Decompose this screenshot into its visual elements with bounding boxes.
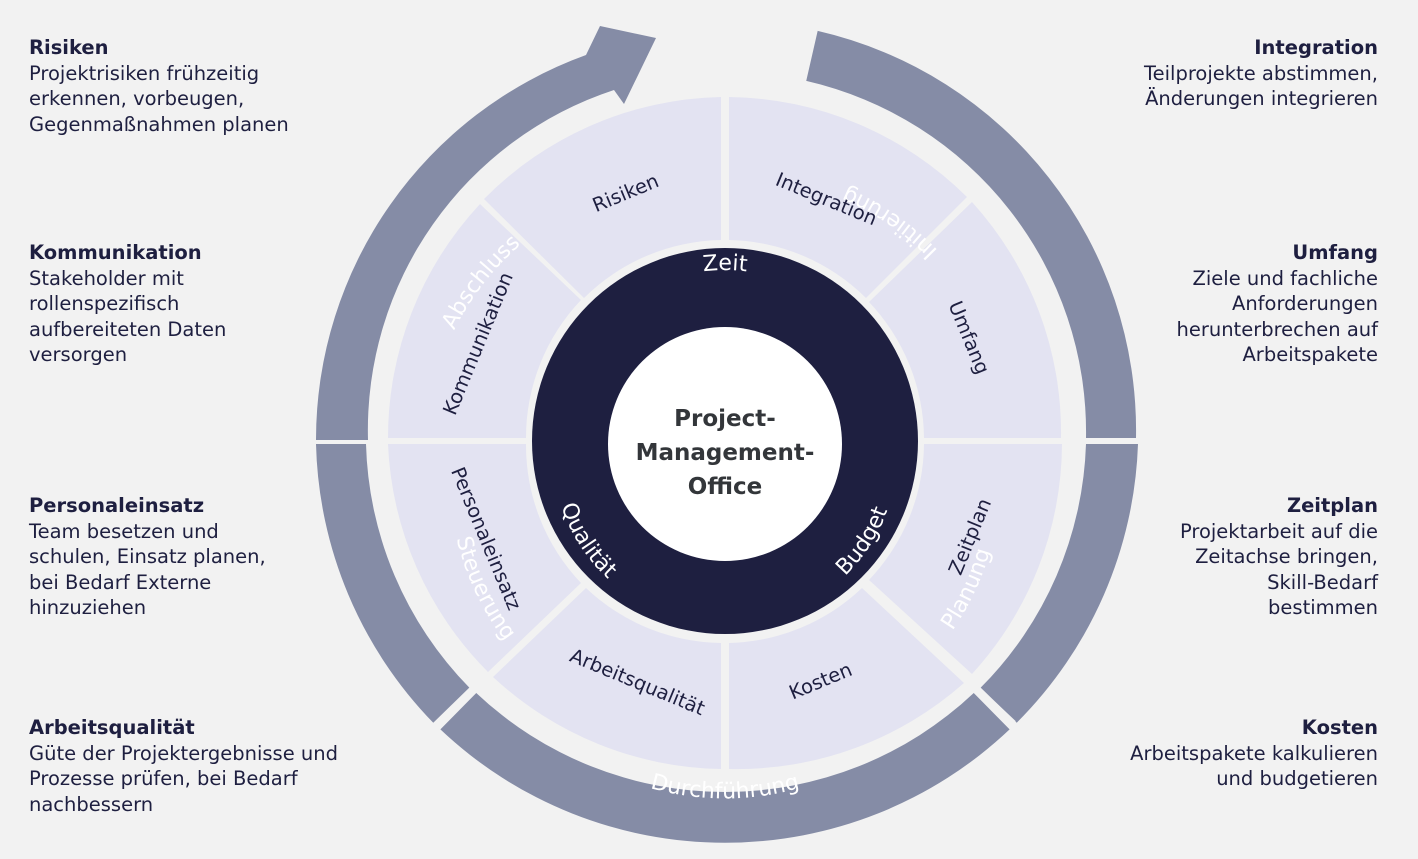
center-circle xyxy=(608,327,842,561)
center-title-line: Office xyxy=(687,474,763,500)
info-panel-line: Projektarbeit auf die xyxy=(1179,519,1378,543)
info-panel-line: rollenspezifisch xyxy=(29,292,180,315)
info-panel-line: und budgetieren xyxy=(1216,767,1378,790)
info-panel-title: Personaleinsatz xyxy=(29,494,205,517)
info-panel-title: Kommunikation xyxy=(29,241,202,264)
phase-ring xyxy=(315,26,1138,843)
info-panel-line: Zeitachse bringen, xyxy=(1195,545,1378,568)
info-panel-title: Kosten xyxy=(1301,716,1378,739)
segment-kosten[interactable] xyxy=(729,588,964,770)
info-panel-line: versorgen xyxy=(29,343,128,366)
segment-umfang[interactable] xyxy=(869,202,1062,438)
info-panel-line: Projektrisiken frühzeitig xyxy=(29,61,260,85)
info-panel-title: Risiken xyxy=(29,36,109,59)
info-panel-title: Integration xyxy=(1254,36,1378,59)
info-panel-line: herunterbrechen auf xyxy=(1176,317,1378,341)
topic-segments xyxy=(387,97,1062,770)
info-panel-line: Teilprojekte abstimmen, xyxy=(1144,61,1378,85)
center-title-line: Management- xyxy=(635,440,815,466)
info-panel-line: Stakeholder mit xyxy=(29,266,184,290)
phase-segment-steuerung xyxy=(316,444,470,723)
info-panel-line: Prozesse prüfen, bei Bedarf xyxy=(29,767,298,790)
info-panel-line: bestimmen xyxy=(1268,596,1378,619)
phase-label-durchfuehrung: Durchführung xyxy=(648,770,801,805)
info-panel-line: Anforderungen xyxy=(1231,292,1378,315)
info-panel-line: Arbeitspakete xyxy=(1242,343,1378,366)
segment-integration[interactable] xyxy=(729,97,967,298)
info-panel-title: Arbeitsqualität xyxy=(29,716,195,739)
info-panel-line: Arbeitspakete kalkulieren xyxy=(1130,741,1378,765)
info-panel-line: schulen, Einsatz planen, xyxy=(29,545,266,568)
segment-personaleinsatz[interactable] xyxy=(388,444,581,672)
info-panel-line: erkennen, vorbeugen, xyxy=(29,87,245,110)
phase-segment-initiierung xyxy=(806,30,1137,439)
phase-segment-planung xyxy=(980,444,1138,723)
info-panel-line: Team besetzen und xyxy=(29,519,219,543)
info-panel-line: hinzuziehen xyxy=(29,596,147,619)
segment-arbeitsqualitaet[interactable] xyxy=(493,588,721,769)
info-panel-line: Güte der Projektergebnisse und xyxy=(29,741,339,765)
info-panel-title: Umfang xyxy=(1292,241,1378,264)
phase-segment-durchfuehrung xyxy=(440,692,1010,843)
info-panel-line: Änderungen integrieren xyxy=(1145,87,1378,110)
info-panel-line: bei Bedarf Externe xyxy=(29,570,212,594)
center-title-line: Project- xyxy=(674,406,776,432)
info-panel-line: Ziele und fachliche xyxy=(1192,266,1379,290)
segment-kommunikation[interactable] xyxy=(387,204,581,438)
info-panel-line: Gegenmaßnahmen planen xyxy=(29,112,289,136)
phase-segment-abschluss xyxy=(315,26,656,440)
info-panel-line: nachbessern xyxy=(29,792,154,816)
core-label-zeit: Zeit xyxy=(702,251,749,277)
info-panel-title: Zeitplan xyxy=(1286,494,1378,517)
info-panel-line: Skill-Bedarf xyxy=(1267,570,1378,594)
info-panel-line: aufbereiteten Daten xyxy=(29,317,227,341)
segment-risiken[interactable] xyxy=(484,97,721,298)
segment-zeitplan[interactable] xyxy=(869,444,1062,674)
divider-line xyxy=(860,578,1016,725)
center-title: Project- Management- Office xyxy=(605,402,845,504)
